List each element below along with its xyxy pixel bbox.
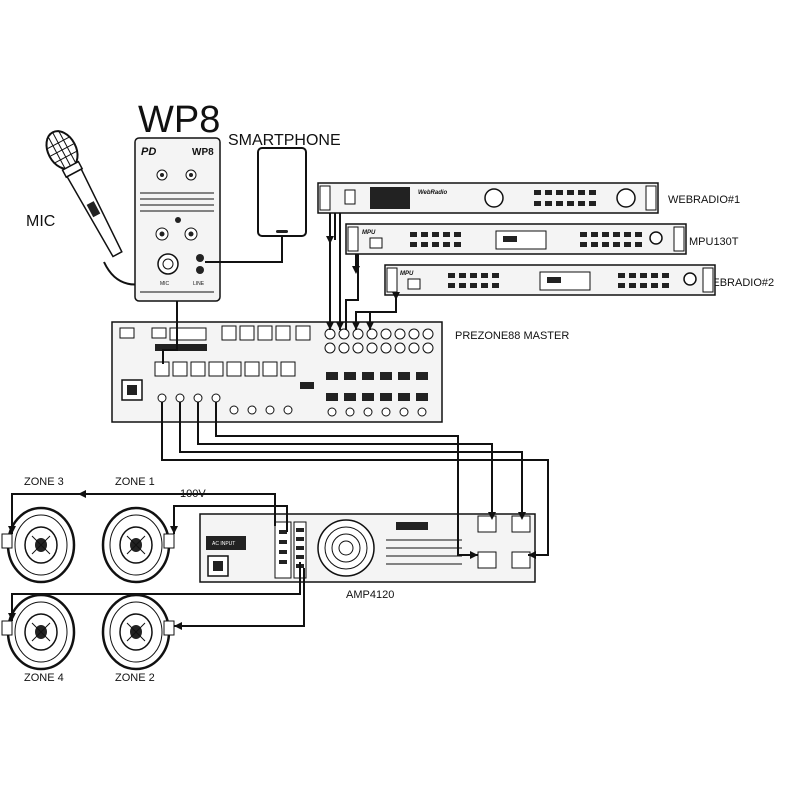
webradio2-unit: MPU: [384, 264, 716, 296]
speaker-zone1: [101, 506, 175, 584]
webradio1-label: WEBRADIO#1: [668, 194, 740, 206]
wp8-mic-input-label: MIC: [160, 281, 170, 287]
wire-100v-zone4: [11, 562, 301, 621]
prezone-label: PREZONE88 MASTER: [455, 330, 569, 342]
smartphone-icon: [257, 147, 307, 237]
webradio1-brand: WebRadio: [418, 190, 448, 196]
wp8-brand: WP8: [192, 147, 214, 158]
wire-zone-out-2: [179, 402, 523, 518]
zone2-label: ZONE 2: [115, 672, 155, 684]
prezone-rca-inputs: [324, 328, 434, 354]
prezone-terminal-blocks: [300, 372, 428, 401]
wire-zone-out-3: [197, 402, 493, 518]
smartphone-cable: [205, 236, 283, 263]
wire-100v-zone1: [173, 505, 288, 534]
speaker-zone2: [101, 593, 175, 671]
webradio2-brand: MPU: [400, 271, 414, 277]
mpu130t-label: MPU130T: [689, 236, 739, 248]
speaker-zone3: [1, 506, 76, 584]
amp-ac-input-label: AC INPUT: [212, 541, 235, 547]
zone1-label: ZONE 1: [115, 476, 155, 488]
zone3-label: ZONE 3: [24, 476, 64, 488]
webradio1-buttons: [534, 190, 596, 206]
wp8-wall-panel: PD WP8 MIC LINE: [134, 137, 221, 302]
wp8-logo: PD: [141, 146, 156, 158]
prezone-knobs: [157, 393, 427, 417]
webradio2-label: WEBRADIO#2: [702, 277, 774, 289]
wire-zone-out-4: [215, 402, 478, 556]
amp-fan-icon: [317, 519, 375, 577]
mpu130t-brand: MPU: [362, 230, 376, 236]
wire-100v-zone3: [11, 493, 276, 534]
wp8-line-input-label: LINE: [193, 281, 205, 287]
prezone-rj45-ports: [154, 325, 311, 377]
wire-wp8-prezone: [162, 301, 178, 364]
wire-arrows: [326, 236, 400, 330]
webradio1-unit: WebRadio: [317, 182, 659, 214]
wire-zone-out-1: [161, 402, 549, 556]
wp8-title: WP8: [138, 99, 220, 141]
mpu130t-unit: MPU: [345, 223, 687, 255]
amp4120-unit: AC INPUT: [199, 513, 536, 583]
amp-label: AMP4120: [346, 589, 394, 601]
wire-100v-zone2: [174, 568, 305, 627]
zone4-label: ZONE 4: [24, 672, 64, 684]
smartphone-label: SMARTPHONE: [228, 132, 341, 149]
prezone88-master-unit: [111, 321, 443, 423]
wire-webradio1-prezone: [329, 213, 336, 330]
mic-label: MIC: [26, 213, 55, 230]
microphone-icon: [45, 130, 123, 258]
